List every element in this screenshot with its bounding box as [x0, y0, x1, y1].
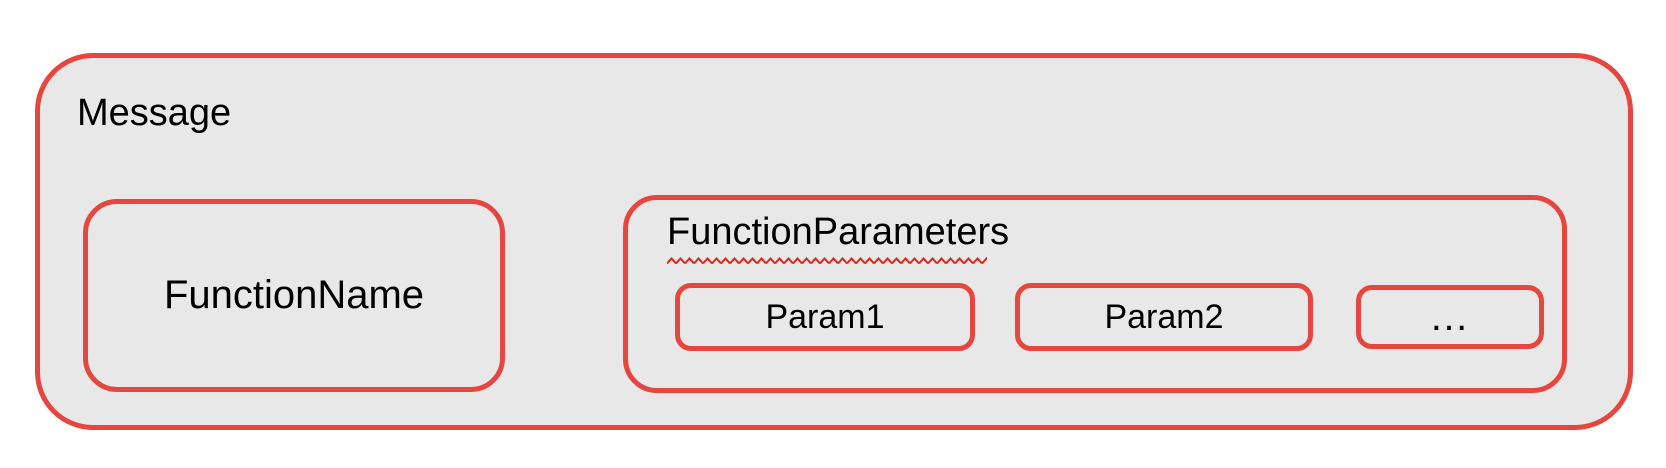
- function-parameters-label: FunctionParameters: [667, 211, 1010, 253]
- more-params-ellipsis-label: …: [1429, 294, 1471, 339]
- param1-label: Param1: [765, 297, 885, 336]
- param-box-1: Param1: [675, 283, 975, 351]
- function-parameters-box: FunctionParameters Param1 Param2 …: [623, 195, 1567, 393]
- more-params-box: …: [1356, 285, 1544, 349]
- function-name-box: FunctionName: [83, 199, 505, 392]
- spellcheck-squiggle-underline: [667, 257, 987, 265]
- message-label: Message: [77, 92, 232, 134]
- function-name-label: FunctionName: [163, 273, 425, 317]
- param2-label: Param2: [1104, 297, 1224, 336]
- message-box: Message FunctionName FunctionParameters …: [35, 53, 1633, 430]
- param-box-2: Param2: [1015, 283, 1313, 351]
